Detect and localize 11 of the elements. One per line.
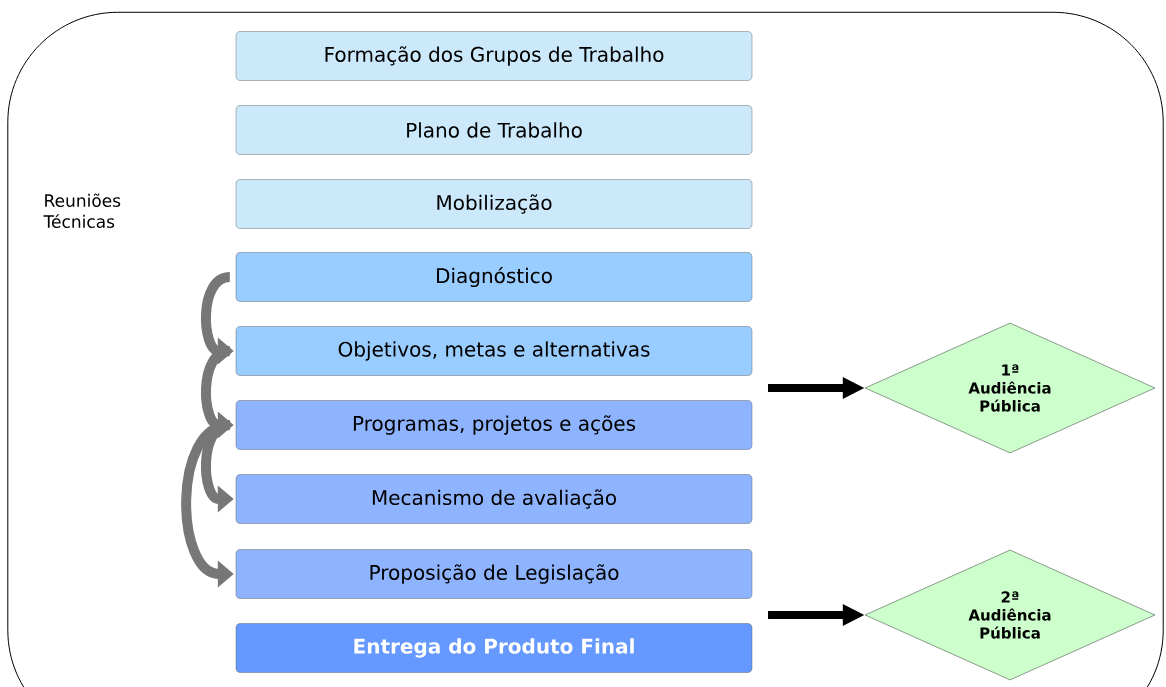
step-box: Mobilização [235,179,753,229]
side-label: Reuniões Técnicas [43,193,121,228]
step-box: Objetivos, metas e alternativas [235,326,753,376]
step-box: Proposição de Legislação [235,549,753,599]
step-box: Diagnóstico [235,252,753,302]
step-box: Plano de Trabalho [235,105,753,155]
step-box: Mecanismo de avaliação [235,474,753,524]
step-box: Programas, projetos e ações [235,400,753,450]
step-box: Formação dos Grupos de Trabalho [235,31,753,81]
step-box: Entrega do Produto Final [235,623,753,673]
frame [7,11,1164,687]
